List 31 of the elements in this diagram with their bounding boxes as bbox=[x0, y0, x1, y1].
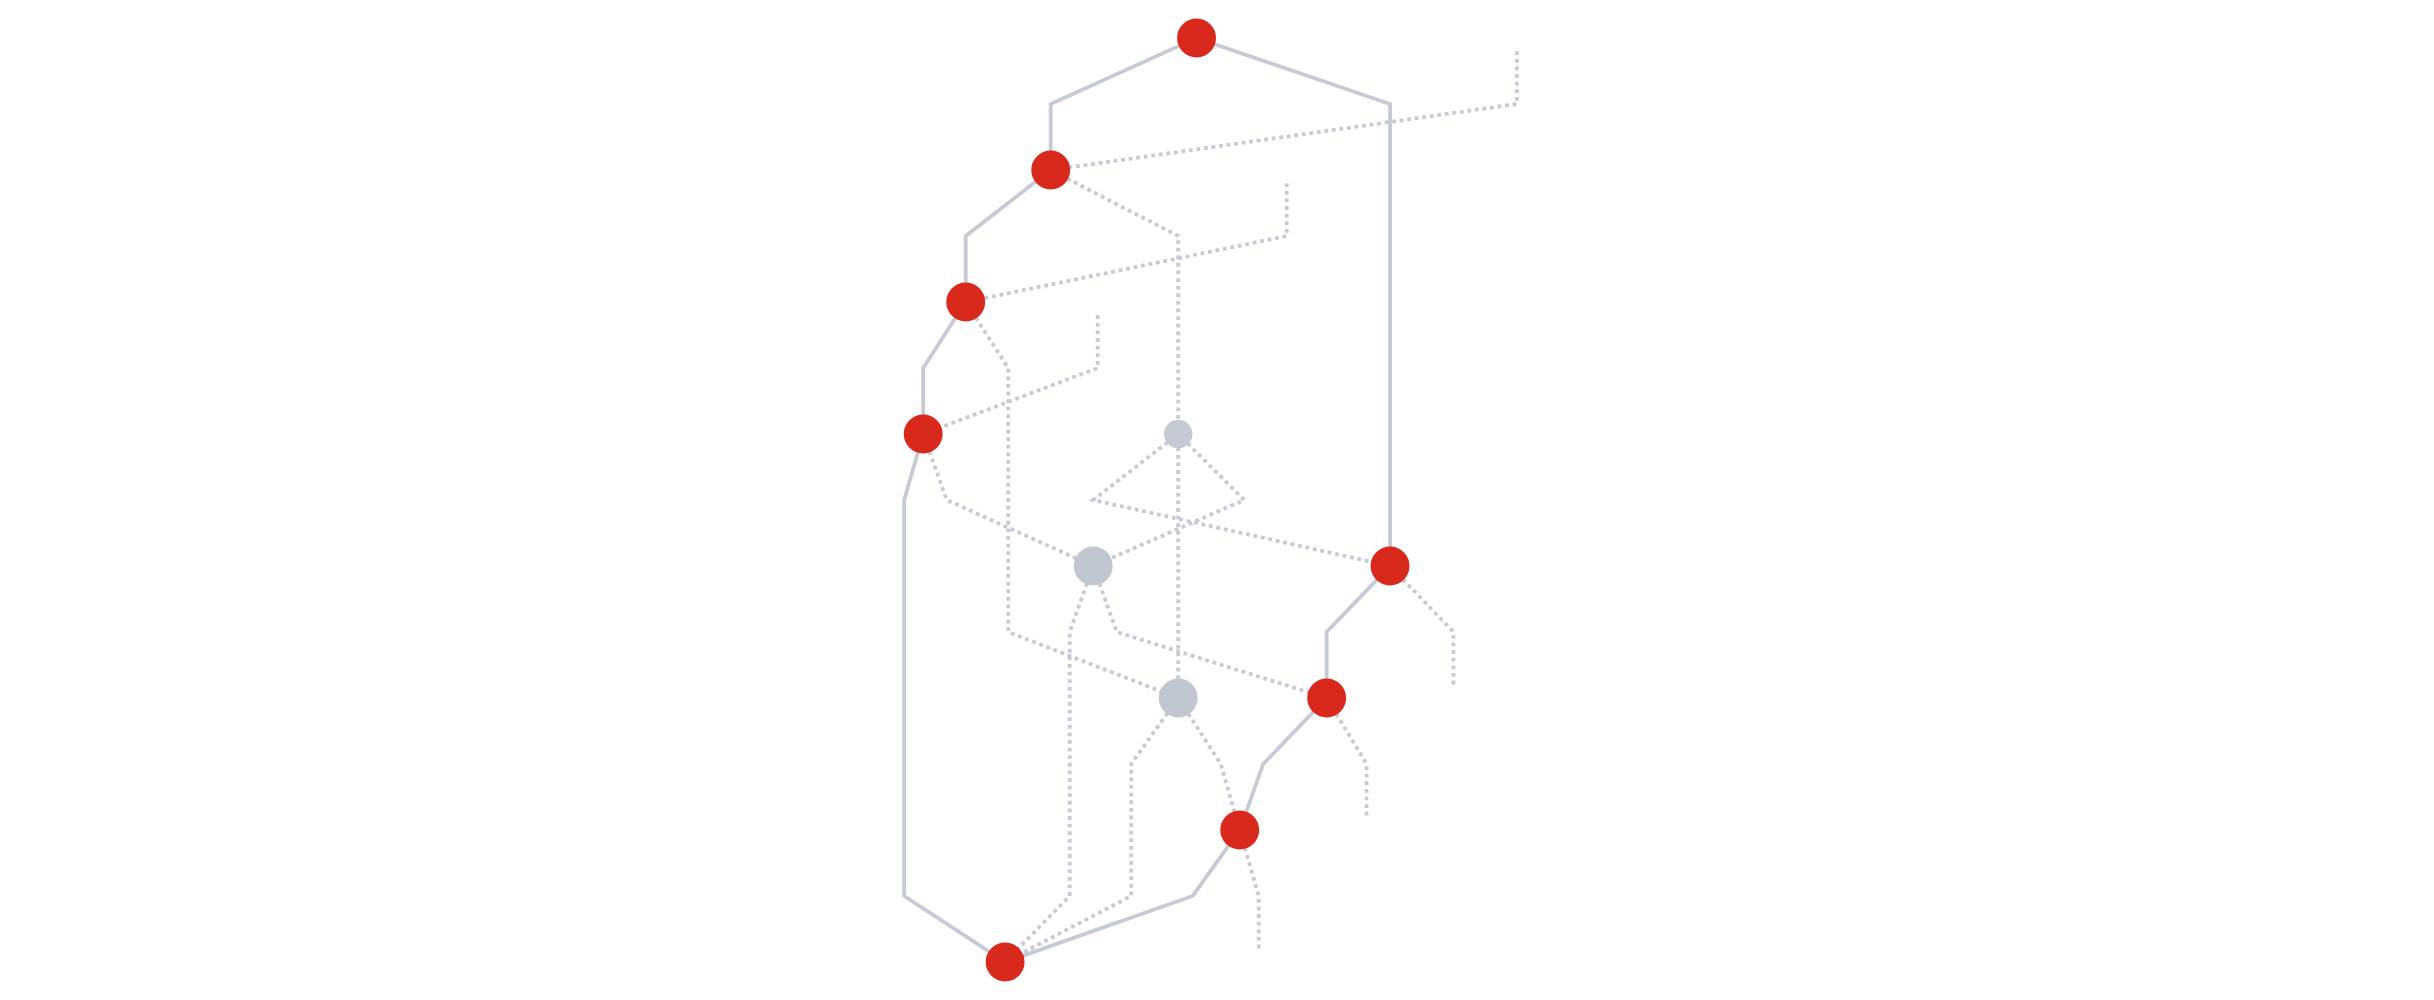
node-circle bbox=[1307, 678, 1346, 718]
node-point bbox=[1163, 419, 1193, 449]
connector bbox=[1068, 51, 1519, 170]
connector bbox=[921, 316, 958, 416]
connector bbox=[1109, 442, 1248, 561]
node-circle bbox=[1220, 810, 1259, 850]
connector bbox=[1066, 176, 1180, 421]
connector bbox=[1401, 578, 1456, 685]
node-circle bbox=[1031, 150, 1070, 190]
connector bbox=[902, 451, 991, 954]
connector bbox=[927, 450, 1077, 561]
connector bbox=[963, 179, 1038, 284]
node-circle bbox=[1073, 546, 1113, 586]
connector bbox=[1243, 710, 1315, 814]
node-circle bbox=[985, 942, 1025, 982]
connector bbox=[983, 183, 1289, 301]
connector bbox=[1242, 847, 1261, 949]
connector bbox=[1213, 42, 1392, 548]
connector bbox=[1334, 712, 1369, 817]
node-circle bbox=[1370, 546, 1410, 586]
connector bbox=[1048, 43, 1181, 152]
connector bbox=[1021, 843, 1231, 958]
connector bbox=[1324, 578, 1379, 680]
connector bbox=[1016, 582, 1089, 951]
node-circle bbox=[1158, 678, 1198, 718]
connector bbox=[1020, 711, 1169, 956]
connector bbox=[1176, 447, 1180, 680]
connector bbox=[1186, 712, 1237, 813]
node-circle bbox=[903, 414, 943, 454]
node-circle bbox=[1176, 18, 1216, 58]
node-circle bbox=[946, 282, 985, 322]
